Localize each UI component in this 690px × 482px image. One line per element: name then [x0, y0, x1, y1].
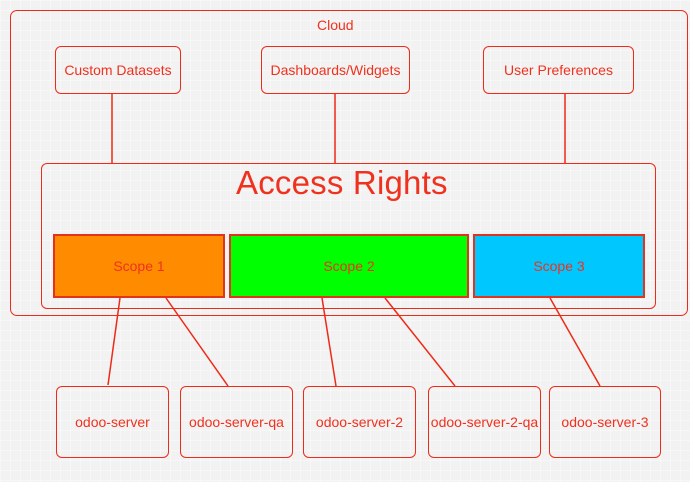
server-box-odoo-server[interactable]: odoo-server — [56, 386, 169, 458]
cloud-label: Cloud — [317, 17, 354, 33]
scope-2-box[interactable]: Scope 2 — [229, 234, 469, 298]
user-preferences-box[interactable]: User Preferences — [483, 46, 634, 94]
server-box-odoo-server-2[interactable]: odoo-server-2 — [303, 386, 416, 458]
connector-scope2-server-2-qa — [384, 297, 456, 387]
connector-scope1-server-qa — [165, 297, 229, 387]
scope-1-box[interactable]: Scope 1 — [53, 234, 225, 298]
cloud-container — [10, 10, 688, 316]
connector-scope1-server — [107, 297, 121, 386]
custom-datasets-box[interactable]: Custom Datasets — [55, 46, 181, 94]
server-box-odoo-server-2-qa[interactable]: odoo-server-2-qa — [428, 386, 541, 458]
access-rights-container — [41, 163, 656, 309]
connector-scope3-server-3 — [549, 297, 601, 387]
server-box-odoo-server-3[interactable]: odoo-server-3 — [549, 386, 661, 458]
dashboards-widgets-box[interactable]: Dashboards/Widgets — [261, 46, 410, 94]
scope-3-box[interactable]: Scope 3 — [473, 234, 645, 298]
connector-scope2-server-2 — [321, 297, 337, 387]
server-box-odoo-server-qa[interactable]: odoo-server-qa — [180, 386, 293, 458]
access-rights-title: Access Rights — [236, 164, 448, 201]
